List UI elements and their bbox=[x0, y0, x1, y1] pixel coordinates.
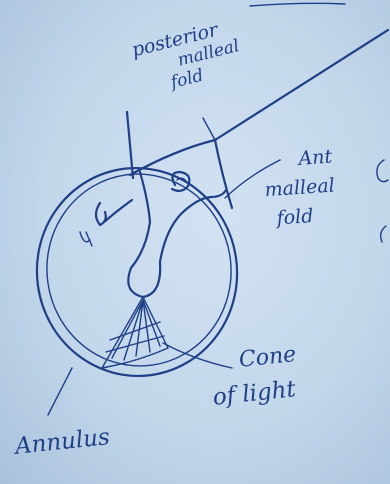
anterior-label-line-1: Ant bbox=[298, 148, 333, 169]
page-top-marks bbox=[250, 3, 345, 6]
anterior-label-line-2: malleal bbox=[264, 176, 335, 200]
margin-letter-a bbox=[381, 226, 386, 242]
anterior-fold-edge bbox=[215, 140, 232, 208]
pointer-line-top bbox=[215, 30, 388, 140]
cone-of-light-label: Cone of light bbox=[238, 344, 301, 407]
incus-shadow bbox=[96, 203, 106, 225]
annulus-outer-ring bbox=[23, 155, 250, 389]
stapes-shadow bbox=[80, 232, 92, 246]
cone-label-line-1: Cone bbox=[238, 344, 297, 372]
margin-letter-c bbox=[377, 160, 388, 182]
posterior-malleal-fold bbox=[130, 140, 215, 175]
anterior-malleal-fold-label: Ant malleal fold bbox=[268, 148, 337, 229]
cone-of-light-hatching bbox=[106, 300, 164, 360]
pars-flaccida-tip bbox=[203, 118, 215, 140]
annulus-pointer bbox=[48, 368, 72, 415]
incus-long-process bbox=[104, 200, 132, 222]
